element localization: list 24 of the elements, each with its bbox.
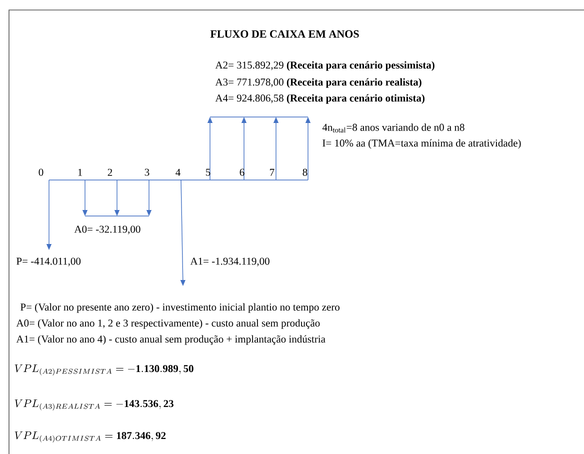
title: FLUXO DE CAIXA EM ANOS <box>210 30 359 38</box>
note-text: 4n$_{total}$=8 anos variando de n0 a n8 <box>322 124 464 132</box>
note-text: A4= 924.806,58 (Receita para cenário otimista) <box>215 94 424 104</box>
tick-label: 7 <box>270 168 274 176</box>
tick-label: 2 <box>108 168 112 176</box>
tick-label: 0 <box>38 168 44 176</box>
note-text: A3= 771.978,00 (Receita para cenário realista) <box>215 78 422 88</box>
tick-label: 8 <box>302 168 308 176</box>
formula-text: $VPL_{(A4)OTIMISTA} = \mathbf{187.346,92}$ <box>14 432 166 442</box>
note-text: I= 10% aa (TMA=taxa mínima de atratividade) <box>322 139 521 149</box>
formula-text: $VPL_{(A3)REALISTA} = \mathbf{-143.536,23}$ <box>14 400 174 410</box>
value-label: A0= -32.119,00 <box>74 226 140 234</box>
note-text: A2= 315.892,29 (Receita para cenário pessimista) <box>215 61 434 71</box>
value-label: A1= -1.934.119,00 <box>190 258 270 266</box>
formula-text: $VPL_{(A2)PESSIMISTA} = \mathbf{-1.130.989,50}$ <box>14 364 194 376</box>
value-label: P= -414.011,00 <box>16 258 81 266</box>
note-text: A0= (Valor no ano 1, 2 e 3 respectivamente) - custo anual sem produção <box>16 319 320 329</box>
tick-label: 4 <box>176 168 180 176</box>
tick-label: 3 <box>144 168 150 176</box>
tick-label: 1 <box>78 168 82 176</box>
tick-label: 5 <box>206 168 210 176</box>
note-text: A1= (Valor no ano 4) - custo anual sem produção + implantação indústria <box>16 335 326 345</box>
tick-label: 6 <box>240 168 244 176</box>
note-text: P= (Valor no presente ano zero) - investimento inicial plantio no tempo zero <box>20 303 340 313</box>
